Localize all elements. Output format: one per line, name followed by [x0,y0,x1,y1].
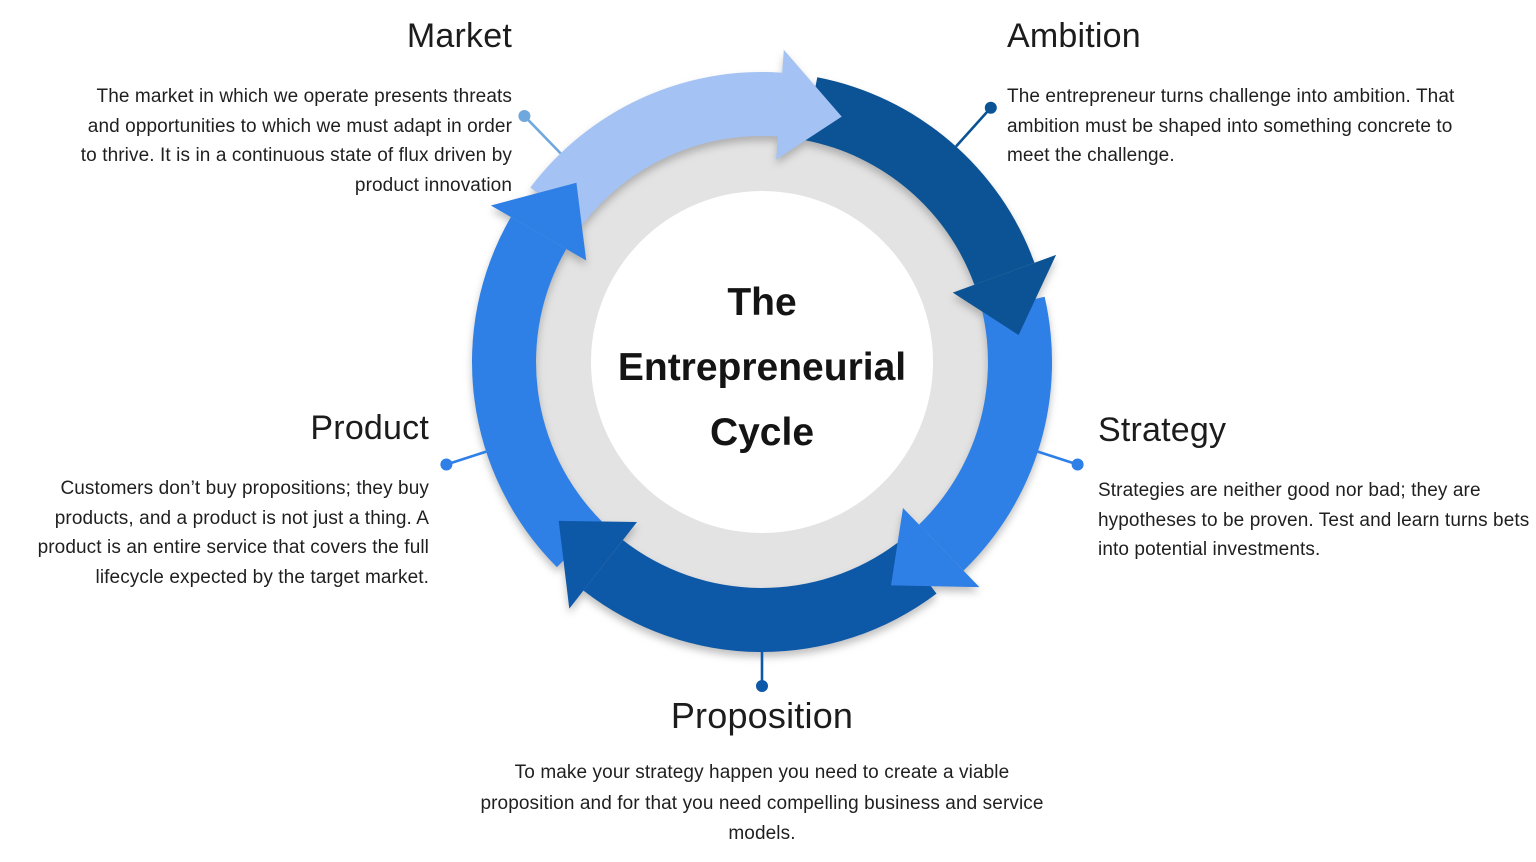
proposition-connector-dot [756,680,768,692]
stage-block-market: Market The market in which we operate pr… [76,14,512,200]
gray-ring [532,132,992,592]
ambition-description: The entrepreneur turns challenge into am… [1007,86,1455,166]
product-arc [472,217,603,568]
stage-block-ambition: Ambition The entrepreneur turns challeng… [1007,14,1455,171]
strategy-connector [1037,450,1084,471]
product-connector-dot [440,458,453,471]
market-connector-line [523,115,562,155]
strategy-heading: Strategy [1098,411,1227,449]
ambition-connector [955,101,997,148]
cycle-title-line1: The [727,281,797,324]
proposition-description: To make your strategy happen you need to… [480,762,1044,844]
ambition-heading: Ambition [1007,17,1141,55]
proposition-arrowhead-icon [558,520,637,609]
ambition-connector-line [955,106,992,148]
market-heading: Market [406,17,512,55]
proposition-heading: Proposition [670,695,854,736]
ambition-arrowhead-icon [952,254,1057,335]
market-arrowhead-icon [776,49,842,160]
stage-block-proposition: Proposition To make your strategy happen… [472,694,1052,850]
proposition-connector [756,652,768,692]
product-arrowhead-icon [490,182,587,261]
product-connector-line [445,450,487,466]
strategy-arrowhead-icon [891,508,980,588]
proposition-arc [583,540,937,652]
product-heading: Product [310,409,429,447]
center-hub-circle [591,191,933,533]
market-connector [518,110,562,155]
market-connector-dot [518,110,531,122]
product-description: Customers don’t buy propositions; they b… [37,478,429,588]
strategy-arc [919,296,1053,571]
cycle-title-line3: Cycle [709,411,815,454]
product-connector [440,450,487,471]
strategy-connector-line [1037,450,1079,466]
ambition-connector-dot [984,101,997,114]
strategy-connector-dot [1071,458,1084,471]
market-description: The market in which we operate presents … [80,86,512,196]
stage-block-product: Product Customers don’t buy propositions… [5,406,429,592]
strategy-description: Strategies are neither good nor bad; the… [1098,480,1530,560]
cycle-title-line2: Entrepreneurial [617,346,907,389]
market-arc [530,71,783,226]
stage-block-strategy: Strategy Strategies are neither good nor… [1098,408,1530,565]
cycle-title: The Entrepreneurial Cycle [572,270,952,465]
cycle-base-ring [532,132,992,592]
ambition-arc [805,77,1035,285]
